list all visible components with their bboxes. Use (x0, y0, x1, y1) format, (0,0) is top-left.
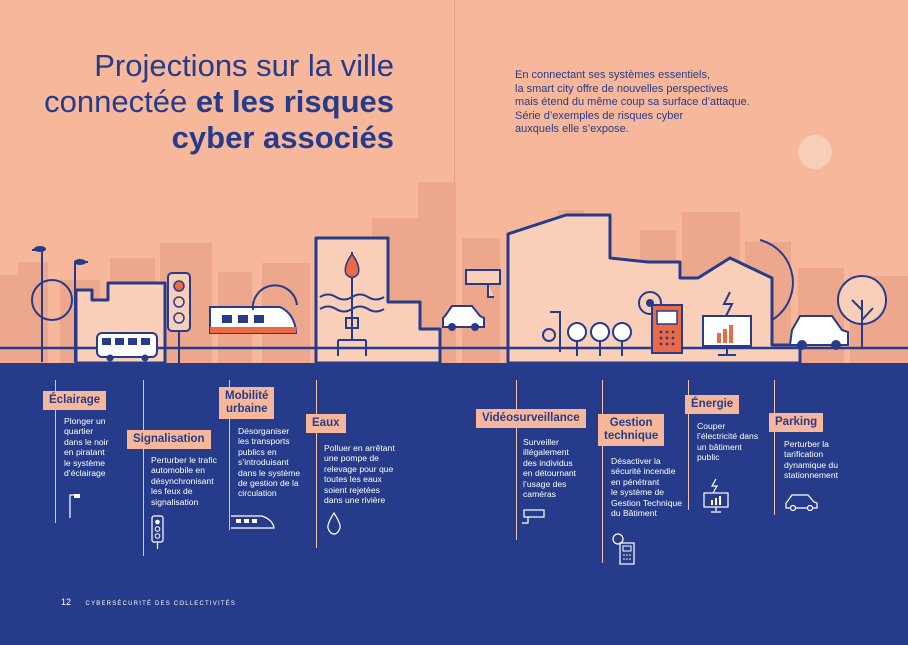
card-connector (774, 380, 775, 515)
intro-line: auxquels elle s’expose. (515, 123, 629, 136)
page-footer: 12 CYBERSÉCURITÉ DES COLLECTIVITÉS (61, 597, 236, 607)
page-fold (454, 0, 455, 363)
car-icon (788, 315, 849, 350)
energy-monitor-icon (702, 239, 794, 356)
card-connector (602, 380, 603, 563)
risk-label-parking: Parking (769, 413, 824, 432)
risk-panel (0, 363, 908, 645)
street-lamp-icon (69, 494, 80, 518)
card-connector (316, 380, 317, 548)
title-line-2-bold: et les risques (195, 84, 394, 119)
title-line-3-bold: cyber associés (171, 120, 394, 155)
city-illustration (0, 135, 908, 363)
trees-icon (542, 311, 632, 356)
camera-icon (465, 269, 501, 298)
car-icon (785, 494, 818, 512)
building-control-icon (612, 533, 635, 565)
bus-icon (96, 332, 158, 362)
card-connector (55, 380, 56, 523)
card-connector (229, 380, 230, 530)
card-connector (688, 380, 689, 510)
train-icon (209, 284, 298, 334)
title-line-2-regular: connectée (44, 84, 196, 119)
water-pump-icon (319, 252, 385, 356)
intro-line: En connectant ses systèmes essentiels, (515, 69, 711, 81)
publication-title: CYBERSÉCURITÉ DES COLLECTIVITÉS (85, 601, 237, 607)
train-icon (231, 515, 275, 529)
tree-icon (837, 275, 887, 348)
risk-label-eaux: Eaux (306, 414, 346, 433)
title-line-1: Projections sur la ville (94, 48, 394, 83)
intro-line: la smart city offre de nouvelles perspec… (515, 82, 729, 95)
card-connector (143, 380, 144, 556)
intro-line: Série d’exemples de risques cyber (515, 109, 684, 122)
risk-label-videosurveillance: Vidéosurveillance (476, 409, 586, 428)
intro-paragraph: En connectant ses systèmes essentiels, l… (515, 69, 775, 137)
page-title: Projections sur la ville connectée et le… (44, 48, 394, 156)
energy-monitor-icon (703, 478, 729, 513)
building-control-icon (638, 291, 683, 354)
sun-icon (798, 135, 832, 169)
risk-label-signalisation: Signalisation (127, 430, 211, 449)
intro-line: mais étend du même coup sa surface d’att… (515, 96, 750, 109)
water-drop-icon (327, 512, 341, 535)
car-icon (442, 305, 485, 331)
risk-label-energie: Énergie (685, 395, 740, 414)
risk-label-eclairage: Éclairage (43, 391, 107, 410)
traffic-light-icon (151, 515, 164, 549)
page-number: 12 (61, 597, 72, 607)
traffic-light-icon (167, 272, 191, 363)
card-connector (516, 380, 517, 540)
camera-icon (522, 509, 545, 524)
